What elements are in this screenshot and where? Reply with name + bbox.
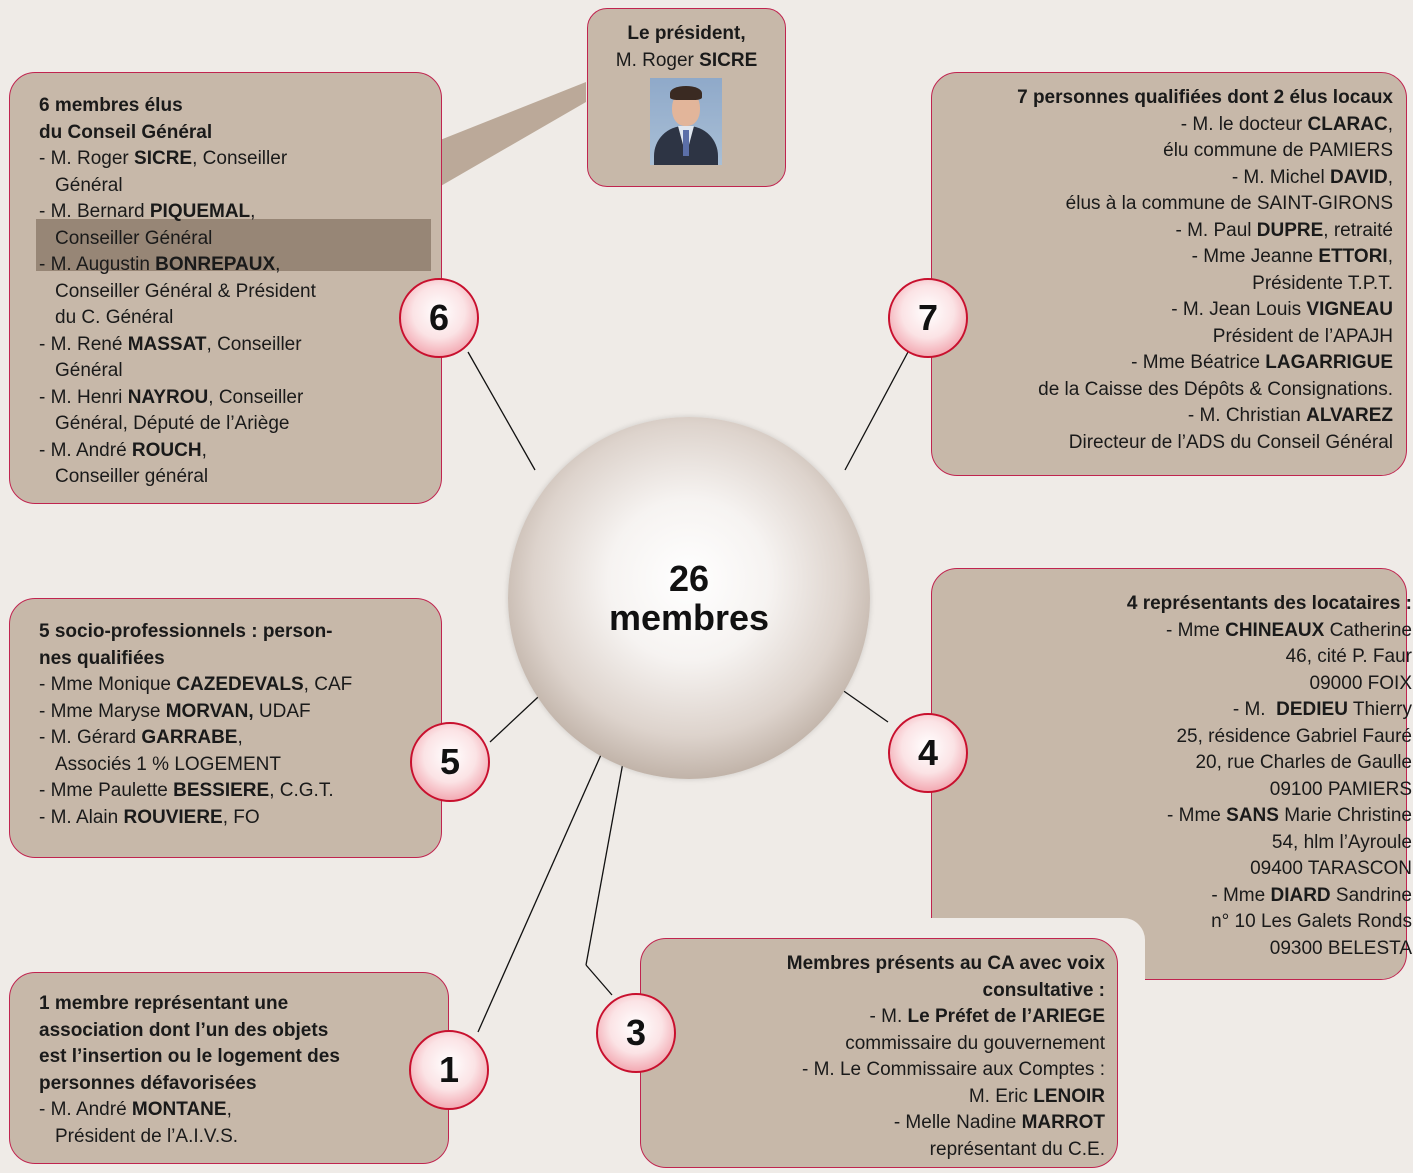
list-item-cont: Conseiller Général (55, 227, 213, 249)
list-item: 09300 BELESTA (1269, 937, 1412, 959)
group-5-box: 5 socio-professionnels : person- nes qua… (9, 598, 442, 858)
list-item: 46, cité P. Faur (1285, 646, 1412, 667)
list-item: - Mme Monique CAZEDEVALS, CAF (39, 674, 353, 695)
group-1-box: 1 membre représentant une association do… (9, 972, 449, 1164)
list-item: élus à la commune de SAINT-GIRONS (1065, 193, 1393, 214)
list-item: n° 10 Les Galets Ronds (1211, 911, 1412, 932)
president-photo (650, 78, 722, 165)
group-5-title-1: 5 socio-professionnels : person- (39, 621, 333, 642)
list-item: M. Eric LENOIR (968, 1085, 1105, 1107)
list-item: 09100 PAMIERS (1269, 778, 1412, 800)
list-item: - M. André ROUCH, (39, 439, 207, 461)
list-item: - Melle Nadine MARROT (893, 1112, 1105, 1133)
list-item: Président de l’APAJH (1212, 325, 1393, 347)
president-name: M. Roger SICRE (615, 49, 758, 71)
group-6-title-2: du Conseil Général (39, 121, 213, 143)
list-item: 54, hlm l’Ayroule (1271, 831, 1412, 853)
list-item: - M. Paul DUPRE, retraité (1175, 219, 1393, 241)
number-badge-5: 5 (410, 722, 490, 802)
group-3-box: Membres présents au CA avec voix consult… (640, 938, 1118, 1168)
list-item-cont: Général (55, 174, 123, 196)
number-badge-6: 6 (399, 278, 479, 358)
list-item: - M. Augustin BONREPAUX, (39, 254, 281, 275)
list-item-cont: Général, Député de l’Ariège (55, 413, 290, 434)
group-4-box: 4 représentants des locataires : - Mme C… (931, 568, 1412, 980)
group-6-title-1: 6 membres élus (39, 95, 183, 116)
list-item-cont: Associés 1 % LOGEMENT (55, 753, 281, 775)
list-item: - M. Christian ALVAREZ (1187, 405, 1393, 426)
list-item: représentant du C.E. (929, 1138, 1105, 1160)
list-item: - M. René MASSAT, Conseiller (39, 333, 302, 355)
list-item: - Mme DIARD Sandrine (1211, 884, 1412, 906)
hub-label: membres (608, 597, 770, 638)
number-badge-7: 7 (888, 278, 968, 358)
group-3-title-2: consultative : (982, 979, 1105, 1001)
group-6-box: 6 membres élus du Conseil Général - M. R… (9, 72, 442, 504)
list-item: 09400 TARASCON (1250, 858, 1412, 879)
list-item: - Mme Jeanne ETTORI, (1191, 246, 1393, 267)
list-item: de la Caisse des Dépôts & Consignations. (1038, 378, 1393, 400)
hub-count: 26 (668, 558, 710, 599)
list-item-cont: Président de l’A.I.V.S. (55, 1125, 239, 1147)
list-item: - M. André MONTANE, (39, 1099, 232, 1120)
group-1-title-1: 1 membre représentant une (39, 993, 289, 1014)
list-item: - Mme Maryse MORVAN, UDAF (39, 700, 311, 722)
group-1-title-2: association dont l’un des objets (39, 1019, 329, 1041)
list-item: - M. Alain ROUVIERE, FO (39, 806, 260, 828)
number-badge-1: 1 (409, 1030, 489, 1110)
list-item: 09000 FOIX (1309, 672, 1412, 694)
list-item-cont: Conseiller général (55, 466, 209, 487)
list-item: - M. DEDIEU Thierry (1232, 699, 1412, 720)
list-item: - Mme Paulette BESSIERE, C.G.T. (39, 780, 334, 801)
list-item: élu commune de PAMIERS (1163, 140, 1393, 161)
list-item: commissaire du gouvernement (845, 1032, 1105, 1054)
list-item: - M. Gérard GARRABE, (39, 727, 243, 748)
group-4-title: 4 représentants des locataires : (1126, 593, 1412, 614)
group-5-title-2: nes qualifiées (39, 647, 165, 669)
list-item: - M. Henri NAYROU, Conseiller (39, 386, 304, 408)
number-badge-4: 4 (888, 713, 968, 793)
list-item: - M. le docteur CLARAC, (1180, 113, 1393, 135)
list-item: - Mme CHINEAUX Catherine (1165, 619, 1412, 641)
group-7-box: 7 personnes qualifiées dont 2 élus locau… (931, 72, 1407, 476)
highlight-band (36, 219, 431, 271)
list-item: - Mme SANS Marie Christine (1167, 805, 1412, 826)
list-item: - M. Bernard PIQUEMAL, (39, 201, 256, 222)
list-item-cont: Général (55, 360, 123, 381)
callout-pointer (420, 82, 586, 198)
list-item: - Mme Béatrice LAGARRIGUE (1131, 352, 1393, 373)
list-item: - M. Michel DAVID, (1231, 166, 1393, 188)
president-title: Le président, (627, 23, 746, 44)
hub-circle: 26 membres (508, 417, 870, 779)
list-item-cont: Conseiller Général & Président (55, 280, 316, 302)
number-badge-3: 3 (596, 993, 676, 1073)
group-1-title-4: personnes défavorisées (39, 1072, 257, 1094)
group-3-title-1: Membres présents au CA avec voix (786, 953, 1105, 974)
list-item: Présidente T.P.T. (1252, 272, 1393, 294)
group-1-title-3: est l’insertion ou le logement des (39, 1046, 340, 1067)
list-item: - M. Le Préfet de l’ARIEGE (869, 1006, 1105, 1027)
list-item: - M. Le Commissaire aux Comptes : (801, 1059, 1105, 1080)
group-7-title: 7 personnes qualifiées dont 2 élus locau… (1017, 87, 1393, 108)
list-item: 20, rue Charles de Gaulle (1195, 752, 1412, 773)
list-item: - M. Jean Louis VIGNEAU (1171, 299, 1393, 320)
list-item: 25, résidence Gabriel Fauré (1176, 725, 1412, 747)
list-item: - M. Roger SICRE, Conseiller (39, 148, 288, 169)
list-item-cont: du C. Général (55, 307, 174, 328)
list-item: Directeur de l’ADS du Conseil Général (1068, 431, 1393, 453)
